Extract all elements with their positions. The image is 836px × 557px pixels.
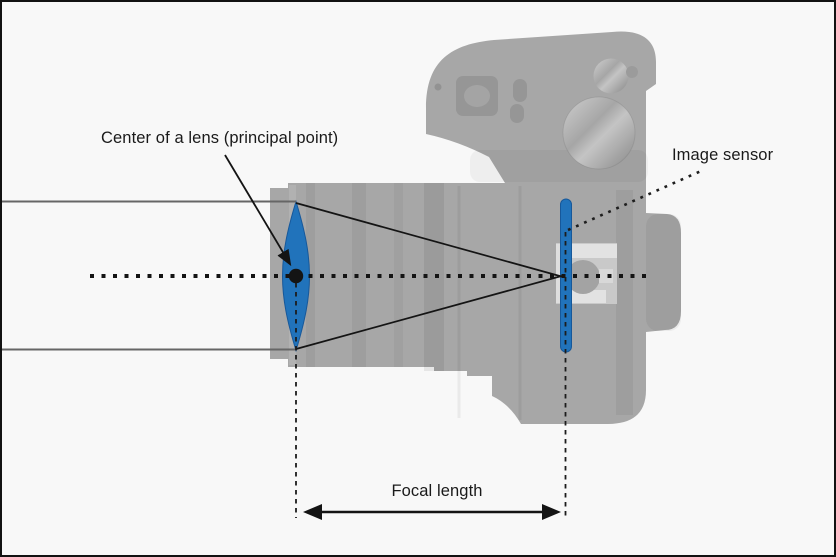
focal-length-label: Focal length — [391, 482, 482, 500]
lens-mount-band — [424, 183, 444, 371]
top-button-dot — [434, 83, 442, 91]
top-panel — [456, 76, 498, 116]
mode-dial — [562, 96, 636, 170]
focal-length-arrow — [303, 504, 561, 520]
lens-ring-band-3 — [394, 183, 403, 367]
shutter-coil — [566, 260, 600, 294]
back-eyepiece-shade — [646, 214, 681, 331]
lens-center-arrow — [224, 154, 292, 267]
camera-silhouette — [270, 31, 681, 425]
top-pill-button-1 — [513, 79, 527, 102]
top-panel-blob — [464, 85, 490, 107]
image-sensor-leader-line — [567, 169, 702, 232]
sensor-bay-shade — [616, 190, 633, 415]
top-pill-button-2 — [510, 104, 524, 123]
lens-center-label: Center of a lens (principal point) — [101, 129, 338, 147]
top-dial — [593, 58, 629, 94]
focal-length-arrowhead-right — [542, 504, 561, 520]
focal-length-arrowhead-left — [303, 504, 322, 520]
principal-point-dot — [288, 268, 304, 284]
shutter-coil-window — [599, 269, 613, 283]
top-dial-nub — [626, 66, 638, 78]
image-sensor-label: Image sensor — [672, 146, 774, 164]
converging-ray-bottom — [295, 275, 562, 350]
lens-ring-band-2 — [352, 183, 366, 367]
converging-ray-top — [295, 202, 562, 278]
